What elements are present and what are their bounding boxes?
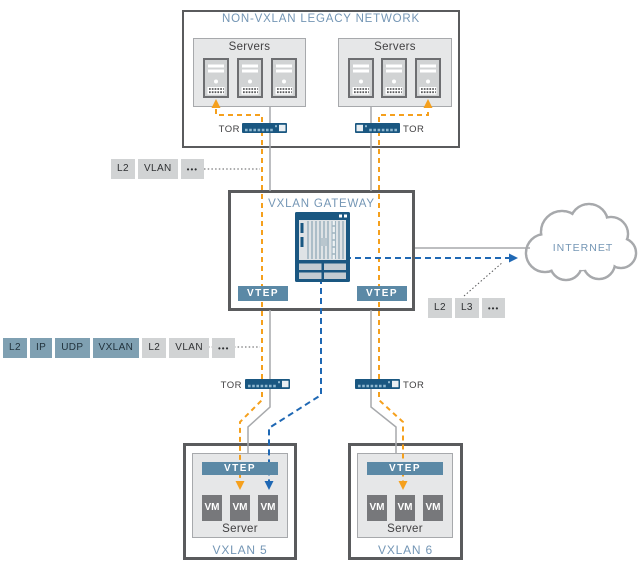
gateway-vtep-left: VTEP [238, 286, 288, 301]
internet-label: INTERNET [552, 242, 614, 254]
server-tower-icon [203, 58, 229, 98]
router-chassis-icon [295, 212, 350, 282]
legacy-network-title: NON-VXLAN LEGACY NETWORK [222, 13, 420, 25]
vm-box: VM [395, 495, 415, 521]
vxlan6-server-label: Server [387, 523, 423, 535]
tag-vlan: VLAN [137, 159, 178, 179]
vxlan5-server-label: Server [222, 523, 258, 535]
server-tower-icon [271, 58, 297, 98]
tor-switch-icon [242, 123, 287, 133]
server-tower-icon [237, 58, 263, 98]
vxlan-gateway-title: VXLAN GATEWAY [268, 198, 375, 210]
tag-ellipsis: ••• [211, 338, 236, 358]
vm-box: VM [202, 495, 222, 521]
tor-label-top-left: TOR [218, 124, 240, 135]
vxlan6-title: VXLAN 6 [378, 543, 433, 557]
tor-label-bottom-right: TOR [403, 380, 425, 391]
server-group-left-label: Servers [228, 41, 271, 53]
tag-vxlan: VXLAN [92, 338, 140, 358]
tag-udp: UDP [55, 338, 90, 358]
tag-l2: L2 [111, 159, 135, 179]
server-tower-icon [415, 58, 441, 98]
tor-switch-icon [245, 379, 290, 389]
vm-box: VM [367, 495, 387, 521]
legacy-network-box [182, 10, 460, 148]
tag-l2-outer: L2 [3, 338, 27, 358]
vxlan5-title: VXLAN 5 [212, 543, 268, 557]
tag-l2-inner: L2 [142, 338, 167, 358]
server-tower-icon [381, 58, 407, 98]
tag-ip: IP [29, 338, 53, 358]
tag-l3: L3 [454, 298, 479, 318]
vm-box: VM [423, 495, 443, 521]
tag-ellipsis: ••• [180, 159, 205, 179]
tag-ellipsis: ••• [481, 298, 506, 318]
gateway-vtep-right: VTEP [357, 286, 407, 301]
server-group-right-label: Servers [374, 41, 416, 53]
tor-switch-icon [355, 123, 400, 133]
l3-packet-tags: L2 L3 ••• [428, 298, 506, 318]
tor-switch-icon [355, 379, 400, 389]
vxlan6-box [348, 443, 463, 560]
tor-label-bottom-left: TOR [220, 380, 242, 391]
vm-box: VM [230, 495, 250, 521]
vxlan-encapsulation-tags: L2 IP UDP VXLAN L2 VLAN ••• [3, 338, 236, 358]
vxlan6-vtep: VTEP [367, 462, 443, 475]
internet-cloud-icon [524, 202, 638, 282]
server-tower-icon [348, 58, 374, 98]
vxlan5-vtep: VTEP [202, 462, 278, 475]
vlan-frame-tags: L2 VLAN ••• [111, 159, 205, 179]
vm-box: VM [258, 495, 278, 521]
tag-l2: L2 [428, 298, 452, 318]
tag-vlan: VLAN [169, 338, 209, 358]
tor-label-top-right: TOR [403, 124, 425, 135]
